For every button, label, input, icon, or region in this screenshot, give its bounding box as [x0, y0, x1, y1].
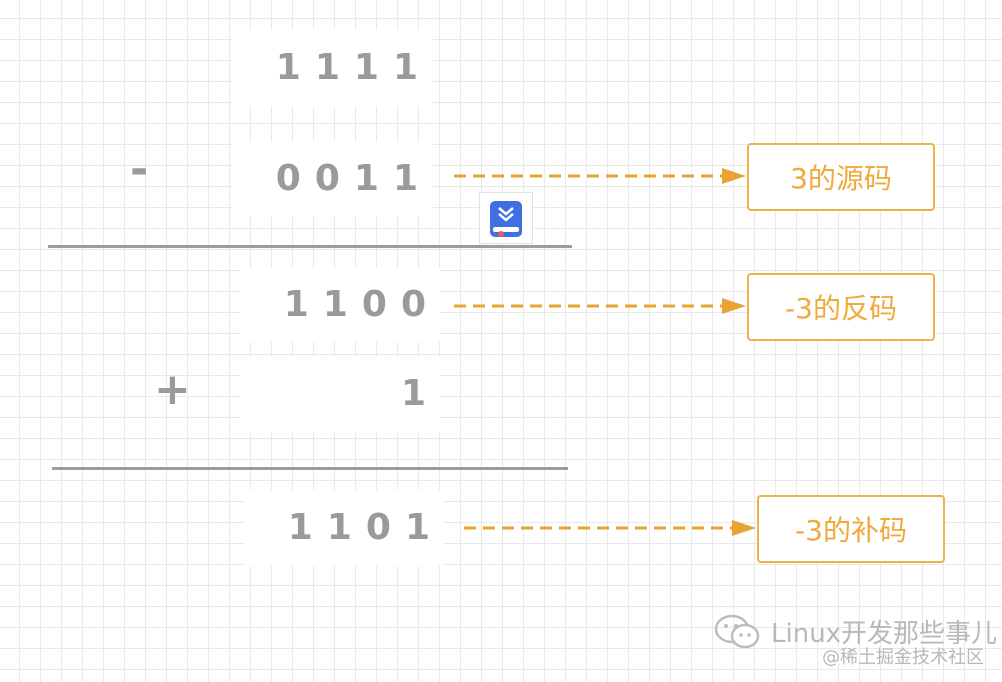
arrow-to-complement — [464, 520, 756, 536]
book-icon[interactable] — [479, 192, 533, 244]
addition-rule — [52, 467, 568, 470]
label-complement-code: -3的补码 — [757, 495, 945, 563]
label-original-code: 3的源码 — [747, 143, 935, 211]
watermark-channel: Linux开发那些事儿 — [771, 619, 998, 649]
watermark-community: @稀土掘金技术社区 — [822, 647, 984, 668]
plus-operator: + — [154, 364, 191, 415]
wechat-icon — [714, 614, 760, 649]
add-one-digit: 1 — [240, 356, 440, 432]
arrow-to-original — [454, 168, 746, 184]
arrow-to-inverse — [454, 298, 746, 314]
minuend-digits: 1111 — [232, 30, 432, 106]
label-inverse-code: -3的反码 — [747, 273, 935, 341]
twos-complement-digits: 1101 — [244, 490, 444, 566]
subtraction-rule — [48, 245, 572, 248]
ones-complement-digits: 1100 — [240, 268, 440, 342]
minus-operator: - — [130, 144, 149, 195]
subtrahend-digits: 0011 — [232, 142, 432, 216]
